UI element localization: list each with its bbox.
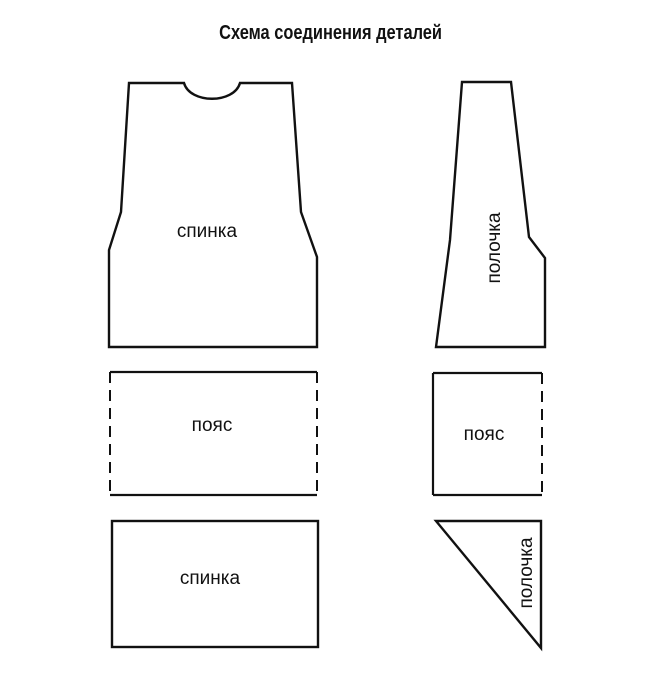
front-lower-piece	[433, 519, 543, 652]
back-lower-piece	[110, 519, 320, 649]
front-upper-piece	[434, 80, 547, 349]
back-upper-label: спинка	[177, 221, 238, 242]
back-upper-piece	[107, 81, 319, 349]
back-lower-label: спинка	[180, 568, 241, 589]
diagram-title: Схема соединения деталей	[219, 22, 442, 44]
belt-left-piece	[109, 370, 318, 497]
belt-right-label: пояс	[464, 424, 505, 445]
front-upper-label: полочка	[484, 212, 505, 284]
belt-right-piece	[431, 371, 543, 497]
belt-left-label: пояс	[192, 415, 233, 436]
front-lower-label: полочка	[516, 537, 537, 609]
